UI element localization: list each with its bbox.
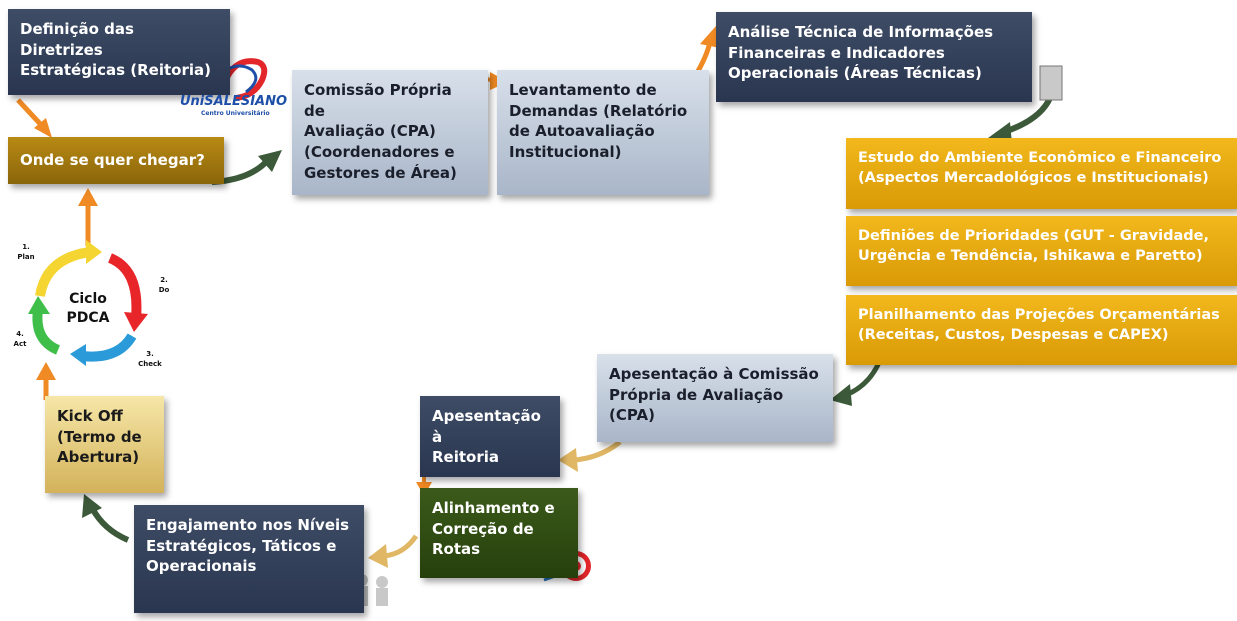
box-levantamento: Levantamento de Demandas (Relatório de A…	[497, 70, 709, 195]
pdca-step4: Act	[14, 340, 28, 348]
arrow-kickoff-to-pdca	[36, 362, 56, 400]
pdca-cycle: Ciclo PDCA 1. Plan 2. Do 3. Check 4. Act	[14, 240, 170, 368]
logo-subtitle: Centro Universitário	[201, 110, 270, 117]
box-engajamento: Engajamento nos Níveis Estratégicos, Tát…	[134, 505, 364, 613]
arrow-planilhamento-to-apres-cpa	[830, 359, 883, 406]
pdca-step3: Check	[138, 360, 162, 368]
pdca-plan-arc	[35, 247, 91, 298]
box-planilhamento: Planilhamento das Projeções Orçamentária…	[846, 295, 1237, 365]
pdca-title-2: PDCA	[67, 310, 110, 326]
box-analise: Análise Técnica de Informações Financeir…	[716, 12, 1032, 102]
pdca-check-arc	[81, 333, 137, 362]
pdca-step3-num: 3.	[146, 350, 154, 358]
arrow-engajamento-to-kickoff	[82, 494, 130, 543]
arrow-alinhamento-to-engajamento	[368, 534, 419, 568]
pdca-do-arc	[107, 253, 142, 319]
box-prioridades: Definiões de Prioridades (GUT - Gravidad…	[846, 216, 1237, 286]
pdca-act-arc	[32, 309, 61, 355]
unisalesiano-logo-icon	[219, 58, 268, 101]
box-apres-reitoria: Apesentação à Reitoria	[420, 396, 560, 477]
pdca-step1-num: 1.	[22, 243, 30, 251]
pdca-title-1: Ciclo	[69, 291, 107, 307]
pdca-step2-num: 2.	[160, 276, 168, 284]
arrow-pdca-to-goal	[78, 188, 98, 246]
logo-text: UniSALESIANO	[180, 94, 288, 109]
box-onde-chegar: Onde se quer chegar?	[8, 137, 224, 184]
pdca-step1: Plan	[17, 253, 34, 261]
box-estudo: Estudo do Ambiente Econômico e Financeir…	[846, 138, 1237, 209]
arrow-diretrizes-to-goal	[16, 98, 52, 138]
box-diretrizes: Definição das Diretrizes Estratégicas (R…	[8, 9, 230, 95]
pdca-step2: Do	[159, 286, 170, 294]
box-cpa: Comissão Própria de Avaliação (CPA) (Coo…	[292, 70, 488, 195]
box-apres-cpa: Apesentação à Comissão Própria de Avalia…	[597, 354, 833, 442]
box-kickoff: Kick Off (Termo de Abertura)	[45, 396, 164, 493]
box-alinhamento: Alinhamento e Correção de Rotas	[420, 488, 578, 578]
pdca-step4-num: 4.	[16, 330, 24, 338]
arrow-apres-cpa-to-reitoria	[558, 440, 622, 472]
